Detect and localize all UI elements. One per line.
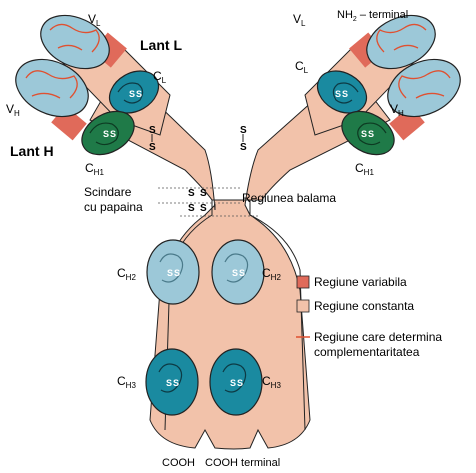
disulfide-s-left-cl-1: S bbox=[129, 89, 135, 99]
legend-complementar-label-line2: complementaritatea bbox=[314, 345, 420, 359]
legend-variable-swatch bbox=[297, 276, 309, 288]
hinge-s-2: S bbox=[200, 188, 207, 199]
hinge-s-4: S bbox=[200, 203, 207, 214]
disulfide-s-right-ch3-2: S bbox=[237, 378, 243, 388]
scindare-label-line1: Scindare bbox=[84, 185, 132, 199]
legend-constant-swatch bbox=[297, 300, 309, 312]
disulfide-s-right-ch3-1: S bbox=[230, 378, 236, 388]
lant-h-label: Lant H bbox=[10, 143, 54, 159]
legend-constant-label: Regiune constanta bbox=[314, 299, 414, 313]
cooh-terminal-label: COOH terminal bbox=[205, 457, 280, 469]
disulfide-s-left-ch2-2: S bbox=[174, 268, 180, 278]
cl-label-left: CL bbox=[153, 69, 167, 85]
disulfide-s-left-ch3-1: S bbox=[166, 378, 172, 388]
disulfide-s-left-ch3-2: S bbox=[173, 378, 179, 388]
hinge-s-3: S bbox=[188, 203, 195, 214]
vl-label-right: VL bbox=[293, 12, 306, 28]
lant-l-label: Lant L bbox=[140, 37, 182, 53]
disulfide-s-left-ch1-2: S bbox=[110, 129, 116, 139]
cooh-label-left: COOH bbox=[162, 457, 195, 469]
vl-label-left: VL bbox=[88, 12, 101, 28]
disulfide-s-right-ch2-2: S bbox=[239, 268, 245, 278]
disulfide-s-left-ch2-1: S bbox=[167, 268, 173, 278]
ch2-label-left: CH2 bbox=[117, 266, 136, 282]
hinge-s-1: S bbox=[188, 188, 195, 199]
ch1-label-right: CH1 bbox=[355, 161, 374, 177]
nh2-terminal-label: NH2 – terminal bbox=[337, 9, 408, 23]
disulfide-s-right-cl-1: S bbox=[335, 89, 341, 99]
legend-complementar-label-line1: Regiune care determina bbox=[314, 330, 442, 344]
vh-label-left: VH bbox=[6, 102, 20, 118]
ch1-label-left: CH1 bbox=[85, 161, 104, 177]
disulfide-s-right-cl-2: S bbox=[342, 89, 348, 99]
cl-label-right: CL bbox=[295, 59, 309, 75]
disulfide-s-right-ch1-1: S bbox=[361, 129, 367, 139]
disulfide-s-right-ch2-1: S bbox=[232, 268, 238, 278]
disulfide-s-left-cl-2: S bbox=[136, 89, 142, 99]
legend-variable-label: Regiune variabila bbox=[314, 275, 407, 289]
disulfide-s-right-lh-2: S bbox=[240, 142, 247, 153]
ch3-label-left: CH3 bbox=[117, 374, 136, 390]
disulfide-s-left-lh-2: S bbox=[149, 142, 156, 153]
balama-label: Regiunea balama bbox=[242, 191, 336, 205]
scindare-label-line2: cu papaina bbox=[84, 200, 143, 214]
disulfide-s-right-ch1-2: S bbox=[368, 129, 374, 139]
disulfide-s-left-ch1-1: S bbox=[103, 129, 109, 139]
